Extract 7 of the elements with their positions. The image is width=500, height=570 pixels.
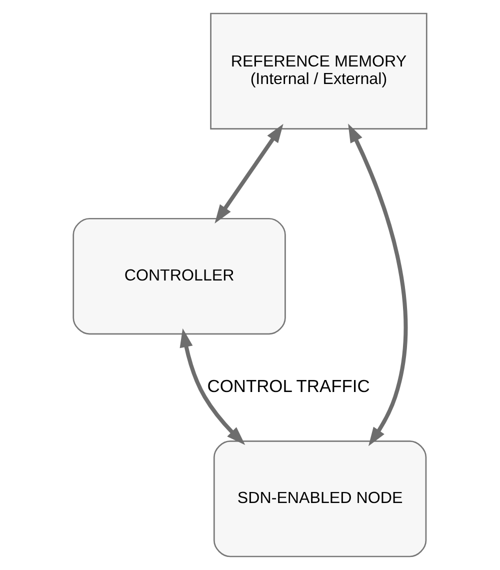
arrow <box>348 124 408 446</box>
arrow <box>214 124 284 224</box>
arrow <box>180 328 246 446</box>
node-box: REFERENCE MEMORY (Internal / External) <box>210 12 428 130</box>
node-box: CONTROLLER <box>72 218 286 335</box>
node-box: SDN-ENABLED NODE <box>213 440 427 558</box>
edge-label: CONTROL TRAFFIC <box>207 376 370 396</box>
